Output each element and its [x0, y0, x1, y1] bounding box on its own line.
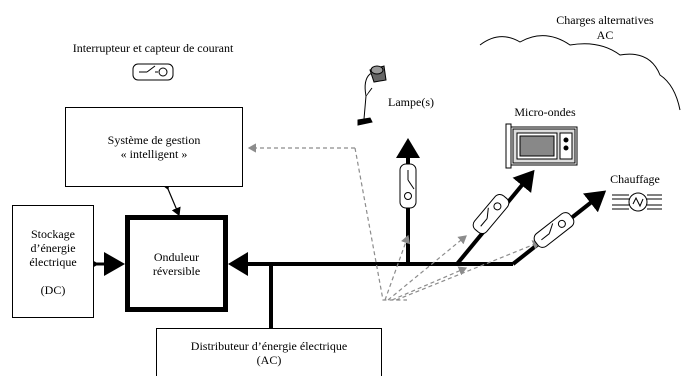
microwave-icon	[505, 123, 578, 169]
microwave-switch-icon	[472, 193, 510, 235]
grid-label-line2: (AC)	[256, 352, 282, 367]
grid-distributor-box: Distributeur d’énergie électrique (AC)	[156, 328, 382, 376]
heating-switch-icon	[533, 212, 575, 248]
storage-box: Stockage d’énergie électrique (DC)	[12, 205, 94, 318]
ac-loads-label-line1: Charges alternatives	[556, 13, 654, 27]
storage-label-line3: électrique	[29, 254, 77, 269]
lamp-label: Lampe(s)	[388, 95, 434, 109]
heating-label: Chauffage	[610, 172, 660, 186]
switch-sensor-label: Interrupteur et capteur de courant	[72, 41, 234, 55]
grid-label-line1: Distributeur d’énergie électrique	[190, 338, 348, 353]
management-inverter-link	[160, 180, 181, 217]
ac-loads-bracket	[479, 35, 681, 111]
storage-label-line1: Stockage	[31, 226, 75, 241]
inverter-box: Onduleur réversible	[125, 215, 228, 312]
lamp-switch-icon	[399, 163, 417, 209]
inverter-label-line2: réversible	[152, 263, 201, 278]
management-system-box: Système de gestion « intelligent »	[65, 107, 243, 187]
inverter-label-line1: Onduleur	[153, 249, 200, 264]
dashed-signal-lines	[247, 143, 542, 301]
storage-label-line2: d’énergie	[30, 240, 76, 255]
heating-icon	[612, 192, 662, 212]
legend-switch-icon	[132, 63, 174, 81]
lamp-icon	[357, 65, 387, 126]
storage-label-dc: (DC)	[40, 282, 66, 297]
microwave-label: Micro-ondes	[514, 105, 576, 119]
management-label-line2: « intelligent »	[120, 147, 188, 161]
management-label-line1: Système de gestion	[107, 133, 201, 147]
ac-loads-label-line2: AC	[596, 28, 614, 42]
